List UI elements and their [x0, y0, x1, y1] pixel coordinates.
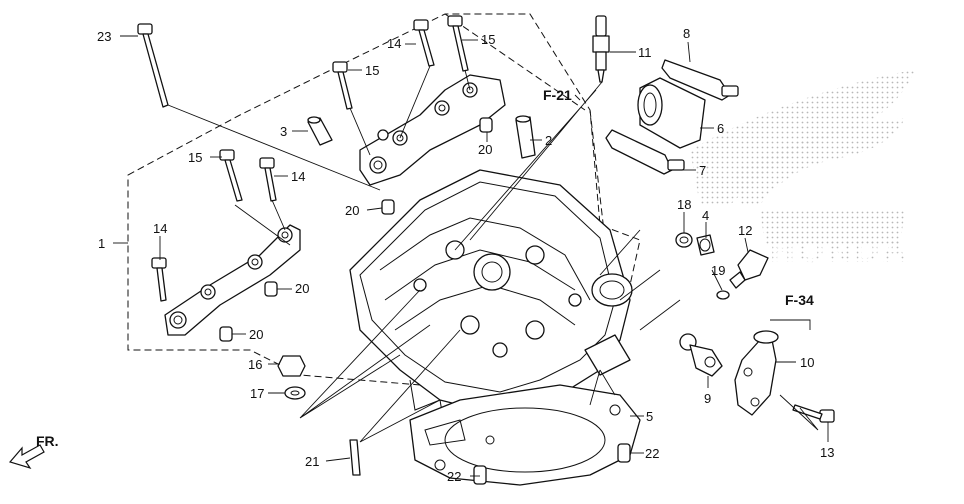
callout-1: 1 [98, 236, 105, 251]
front-label: FR. [36, 433, 59, 449]
nut-16 [277, 355, 306, 377]
washer-17 [284, 386, 306, 400]
sensor-12 [729, 249, 769, 289]
callout-15: 15 [365, 63, 379, 78]
callout-13: 13 [820, 445, 834, 460]
bolt-13 [792, 404, 835, 423]
bolt-15-left [219, 149, 243, 202]
insulator-6 [637, 77, 706, 149]
callout-8: 8 [683, 26, 690, 41]
callout-5: 5 [646, 409, 653, 424]
callout-3: 3 [280, 124, 287, 139]
cam-holder-upper [359, 74, 506, 186]
callout-22: 22 [447, 469, 461, 484]
group-outline [127, 13, 641, 386]
callout-23: 23 [97, 29, 111, 44]
callout-17: 17 [250, 386, 264, 401]
bolt-15-mid [332, 61, 353, 110]
callout-20: 20 [345, 203, 359, 218]
callout-20: 20 [295, 281, 309, 296]
washer-19 [716, 290, 730, 300]
cylinder-head [349, 169, 633, 441]
bolt-14-left [259, 157, 277, 202]
bolt-15-top [447, 15, 469, 72]
stud-21 [349, 439, 361, 476]
band-7 [605, 129, 685, 175]
oring-18 [675, 232, 693, 248]
cam-holder-lower [164, 224, 301, 336]
front-arrow: FR. [8, 433, 59, 470]
callout-6: 6 [717, 121, 724, 136]
honda-wing-logo: HONDA [690, 70, 915, 270]
bolt-14-top [413, 19, 435, 67]
callout-22: 22 [645, 446, 659, 461]
callout-16: 16 [248, 357, 262, 372]
callout-4: 4 [702, 208, 709, 223]
spark-plug-11 [592, 15, 610, 83]
callout-2: 2 [545, 133, 552, 148]
ref-f21: F-21 [543, 87, 572, 103]
leader-lines [113, 35, 829, 477]
band-8 [661, 59, 739, 101]
svg-text:HONDA: HONDA [770, 232, 910, 270]
callout-15: 15 [188, 150, 202, 165]
callout-14: 14 [387, 36, 401, 51]
callout-10: 10 [800, 355, 814, 370]
callout-14: 14 [291, 169, 305, 184]
callout-12: 12 [738, 223, 752, 238]
callout-21: 21 [305, 454, 319, 469]
callout-11: 11 [638, 45, 652, 60]
callout-9: 9 [704, 391, 711, 406]
callout-7: 7 [699, 163, 706, 178]
guide-3 [307, 116, 333, 146]
ref-f34: F-34 [785, 292, 814, 308]
bolt-14-lower [151, 257, 167, 302]
bolt-23 [137, 23, 169, 108]
callout-20: 20 [478, 142, 492, 157]
callout-19: 19 [711, 263, 725, 278]
tensioner-9 [679, 333, 723, 377]
callout-20: 20 [249, 327, 263, 342]
callout-15: 15 [481, 32, 495, 47]
callout-labels: 23 14 15 15 15 14 14 3 2 20 20 20 20 1 1… [97, 26, 834, 484]
callout-18: 18 [677, 197, 691, 212]
plug-4 [696, 234, 715, 256]
dowels-20 [219, 117, 493, 342]
water-joint-10 [734, 330, 779, 416]
guide-2 [515, 115, 536, 159]
callout-14: 14 [153, 221, 167, 236]
